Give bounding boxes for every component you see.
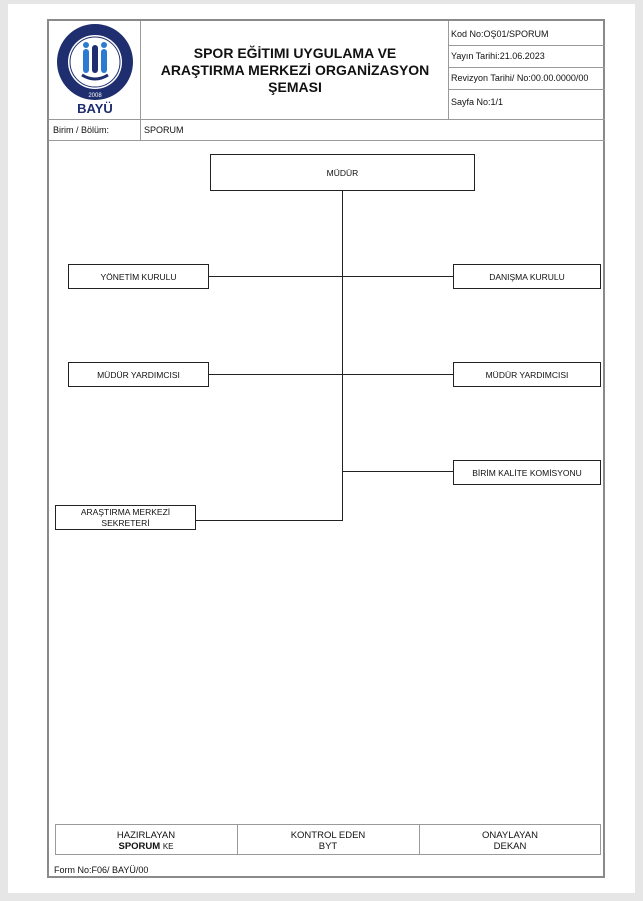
- sayfa-no: Sayfa No:1/1: [451, 97, 504, 107]
- logo-divider: [140, 21, 141, 119]
- sekreter-connector: [196, 520, 343, 521]
- onaylayan-cell: ONAYLAYAN DEKAN: [419, 824, 601, 854]
- title-line-2: ARAŞTIRMA MERKEZİ ORGANİZASYON: [160, 62, 430, 78]
- yardimci-connector: [208, 374, 453, 375]
- mudur-yardimcisi-left-box: MÜDÜR YARDIMCISI: [68, 362, 209, 387]
- hazirlayan-label: HAZIRLAYAN: [116, 830, 176, 841]
- danisma-kurulu-label: DANIŞMA KURULU: [489, 271, 565, 282]
- meta-line-1: [448, 45, 605, 46]
- mudur-yardimcisi-right-label: MÜDÜR YARDIMCISI: [485, 369, 569, 380]
- logo-text: BAYÜ: [77, 101, 113, 116]
- onaylayan-label: ONAYLAYAN: [482, 830, 538, 841]
- kurul-connector: [208, 276, 453, 277]
- svg-text:2008: 2008: [88, 93, 102, 99]
- yayin-tarihi: Yayın Tarihi:21.06.2023: [451, 51, 545, 61]
- document-title: SPOR EĞİTIMI UYGULAMA VE ARAŞTIRMA MERKE…: [142, 45, 448, 96]
- signature-divider-2: [419, 824, 420, 855]
- university-seal-icon: 2008: [57, 24, 133, 100]
- birim-row-bottom-line: [49, 140, 605, 141]
- birim-kalite-komisyonu-label: BİRİM KALİTE KOMİSYONU: [472, 467, 582, 478]
- hazirlayan-suffix: KE: [162, 842, 174, 851]
- hazirlayan-value: SPORUM: [118, 841, 161, 852]
- kalite-connector: [342, 471, 453, 472]
- title-line-3: ŞEMASI: [268, 79, 322, 95]
- meta-line-3: [448, 89, 605, 90]
- birim-kalite-komisyonu-box: BİRİM KALİTE KOMİSYONU: [453, 460, 601, 485]
- document-frame: [47, 19, 605, 878]
- yonetim-kurulu-label: YÖNETİM KURULU: [100, 271, 177, 282]
- birim-divider: [140, 119, 141, 140]
- hazirlayan-cell: HAZIRLAYAN SPORUM KE: [55, 824, 237, 854]
- university-logo: 2008 BAYÜ: [52, 21, 138, 119]
- signature-table: [55, 824, 601, 855]
- danisma-kurulu-box: DANIŞMA KURULU: [453, 264, 601, 289]
- birim-label: Birim / Bölüm:: [53, 125, 110, 135]
- arastirma-merkezi-sekreteri-box: ARAŞTIRMA MERKEZİ SEKRETERİ: [55, 505, 196, 530]
- mudur-yardimcisi-right-box: MÜDÜR YARDIMCISI: [453, 362, 601, 387]
- form-no: Form No:F06/ BAYÜ/00: [54, 865, 149, 875]
- header-bottom-line: [49, 119, 605, 120]
- onaylayan-value: DEKAN: [493, 841, 527, 852]
- title-line-1: SPOR EĞİTIMI UYGULAMA VE: [193, 45, 397, 61]
- yonetim-kurulu-box: YÖNETİM KURULU: [68, 264, 209, 289]
- kod-no: Kod No:OŞ01/SPORUM: [451, 29, 549, 39]
- mudur-box: MÜDÜR: [210, 154, 475, 191]
- document-page: [8, 4, 635, 893]
- kontrol-eden-label: KONTROL EDEN: [290, 830, 366, 841]
- kontrol-eden-cell: KONTROL EDEN BYT: [237, 824, 419, 854]
- kontrol-eden-value: BYT: [318, 841, 338, 852]
- sekreter-label-line-2: SEKRETERİ: [101, 517, 150, 528]
- mudur-label: MÜDÜR: [326, 167, 359, 178]
- meta-divider: [448, 21, 449, 119]
- mudur-yardimcisi-left-label: MÜDÜR YARDIMCISI: [97, 369, 180, 380]
- sekreter-label-line-1: ARAŞTIRMA MERKEZİ: [80, 506, 171, 517]
- birim-value: SPORUM: [144, 125, 184, 135]
- meta-line-2: [448, 67, 605, 68]
- revizyon-tarihi: Revizyon Tarihi/ No:00.00.0000/00: [451, 73, 589, 83]
- main-trunk-line: [342, 190, 343, 521]
- signature-divider-1: [237, 824, 238, 855]
